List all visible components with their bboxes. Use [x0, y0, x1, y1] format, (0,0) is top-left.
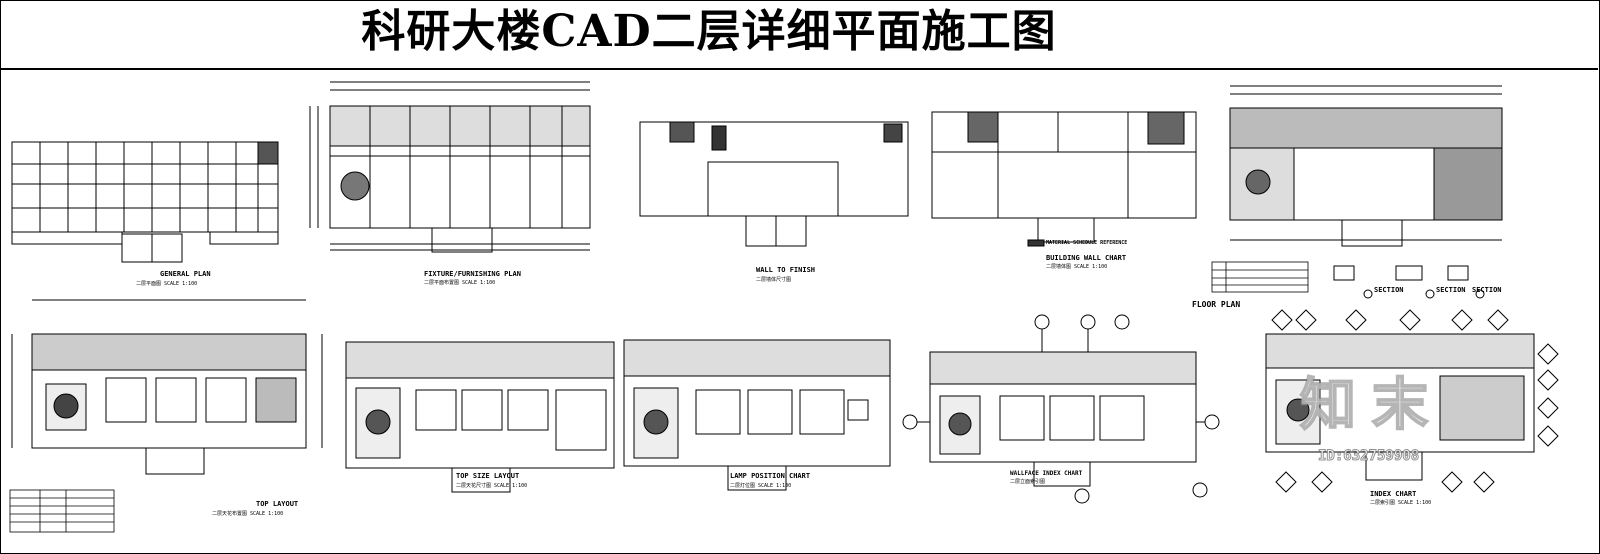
top-size-drawing	[345, 341, 615, 493]
wallface-index-drawing	[902, 314, 1220, 504]
drawing-caption: BUILDING WALL CHART	[1046, 254, 1127, 262]
plan-general: GENERAL PLAN 二层平面图 SCALE 1:100	[10, 138, 282, 288]
drawing-subcaption: 二层墙体尺寸图	[756, 277, 792, 283]
drawing-caption: INDEX CHART	[1370, 490, 1417, 498]
index-drawing	[1265, 309, 1559, 493]
floor-plan-label: FLOOR PLAN	[1192, 300, 1241, 309]
drawing-subcaption: 二层立面索引图	[1010, 479, 1046, 485]
plan-fixture: FIXTURE/FURNISHING PLAN 二层平面布置图 SCALE 1:…	[300, 76, 616, 288]
drawing-caption: FIXTURE/FURNISHING PLAN	[424, 270, 521, 278]
plan-index: INDEX CHART 二层索引图 SCALE 1:100	[1262, 306, 1562, 516]
fixture-plan-drawing	[309, 81, 591, 253]
drawing-subcaption: 二层天花尺寸图 SCALE 1:100	[456, 483, 528, 489]
building-wall-drawing	[931, 111, 1197, 247]
title-bar: 科研大楼CAD二层详细平面施工图	[0, 0, 1598, 70]
section-caption: SECTION	[1472, 286, 1502, 294]
lamp-position-drawing	[623, 339, 891, 491]
plan-top-size: TOP SIZE LAYOUT 二层天花尺寸图 SCALE 1:100	[342, 336, 618, 498]
general-plan-drawing	[11, 141, 279, 263]
drawing-subcaption: 二层灯位图 SCALE 1:100	[730, 483, 792, 489]
drawing-caption: TOP LAYOUT	[256, 500, 299, 508]
drawing-subcaption: 二层墙体图 SCALE 1:100	[1046, 264, 1108, 270]
watermark-logo: 知末	[1299, 372, 1444, 439]
drawing-subcaption: 二层天花布置图 SCALE 1:100	[212, 511, 284, 517]
drawing-subcaption: 二层索引图 SCALE 1:100	[1370, 500, 1432, 506]
plan-top-layout: TOP LAYOUT 二层天花布置图 SCALE 1:100	[6, 294, 330, 540]
plan-wallface-index: WALLFACE INDEX CHART 二层立面索引图	[900, 310, 1230, 510]
plan-floor-material: FLOOR PLAN	[1192, 78, 1526, 309]
section-caption: SECTION	[1436, 286, 1466, 294]
floor-material-drawing	[1211, 85, 1503, 293]
section-caption: SECTION	[1374, 286, 1404, 294]
drawing-caption: LAMP POSITION CHART	[730, 472, 811, 480]
drawing-subcaption: 二层平面布置图 SCALE 1:100	[424, 280, 496, 286]
plan-lamp-position: LAMP POSITION CHART 二层灯位图 SCALE 1:100	[620, 330, 898, 498]
drawing-caption: WALL TO FINISH	[756, 266, 816, 274]
wall-legend: MATERIAL SCHEDULE REFERENCE	[1046, 240, 1128, 246]
drawing-subcaption: 二层平面图 SCALE 1:100	[136, 281, 198, 287]
drawing-caption: GENERAL PLAN	[160, 270, 211, 278]
section-details: SECTION SECTION SECTION	[1330, 262, 1510, 302]
drawing-caption: TOP SIZE LAYOUT	[456, 472, 520, 480]
page-title: 科研大楼CAD二层详细平面施工图	[361, 6, 1057, 57]
plan-wall-finish: WALL TO FINISH 二层墙体尺寸图	[636, 118, 912, 290]
drawing-caption: WALLFACE INDEX CHART	[1010, 470, 1083, 477]
watermark-id: ID:632759908	[1317, 448, 1420, 465]
section-details-drawing	[1333, 265, 1485, 299]
plan-building-wall: MATERIAL SCHEDULE REFERENCE BUILDING WAL…	[928, 104, 1208, 274]
top-layout-drawing	[9, 299, 323, 533]
wall-finish-drawing	[639, 121, 909, 247]
